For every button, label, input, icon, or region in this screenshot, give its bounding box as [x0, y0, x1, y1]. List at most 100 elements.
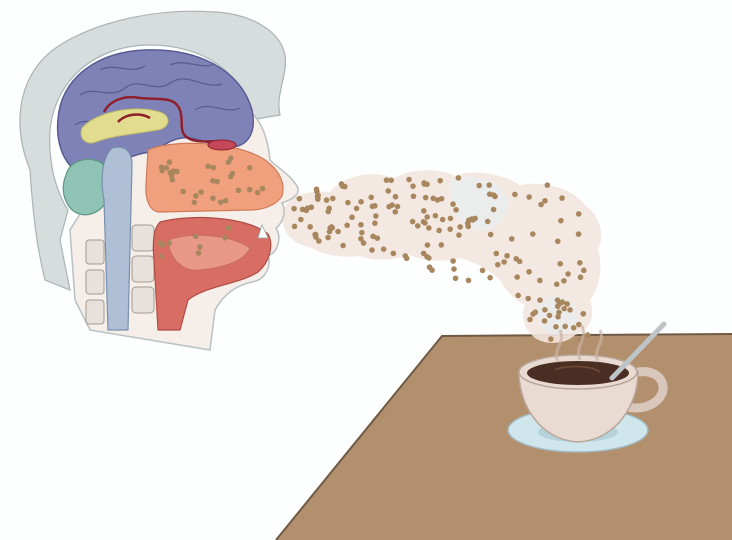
odor-particle [164, 165, 170, 171]
odor-particle [260, 186, 266, 192]
odor-particle [426, 225, 432, 231]
odor-particle [329, 224, 335, 230]
odor-particle [425, 242, 431, 248]
odor-particle [406, 177, 412, 183]
odor-particle [381, 246, 387, 252]
odor-particle [391, 251, 397, 257]
odor-particle [192, 200, 198, 206]
odor-particle [438, 242, 444, 248]
odor-particle [395, 204, 401, 210]
odor-particle [300, 207, 306, 213]
odor-particle [515, 293, 521, 299]
odor-particle [370, 234, 376, 240]
odor-particle [197, 244, 203, 250]
odor-particle [210, 178, 216, 184]
odor-particle [512, 192, 518, 198]
odor-particle [558, 218, 564, 224]
odor-particle [472, 216, 478, 222]
odor-particle [548, 336, 554, 342]
odor-particle [465, 224, 471, 230]
odor-particle [453, 276, 459, 282]
odor-particle [373, 213, 379, 219]
odor-particle [305, 205, 311, 211]
odor-particle [487, 275, 493, 281]
odor-particle [312, 232, 318, 238]
odor-particle [447, 226, 453, 232]
odor-particle [423, 195, 429, 201]
odor-particle [525, 296, 531, 302]
odor-particle [537, 278, 543, 284]
odor-particle [440, 217, 446, 223]
odor-particle [389, 202, 395, 208]
odor-particle [504, 253, 510, 259]
odor-particle [476, 183, 482, 189]
odor-particle [453, 207, 459, 213]
odor-particle [325, 235, 331, 241]
odor-particle [501, 259, 507, 265]
odor-particle [307, 224, 313, 230]
odor-particle [542, 307, 548, 313]
table [276, 334, 732, 540]
odor-particle [345, 200, 351, 206]
odor-particle [340, 243, 346, 249]
odor-particle [218, 199, 224, 205]
odor-particle [198, 189, 204, 195]
odor-particle [326, 206, 332, 212]
odor-particle [167, 159, 173, 165]
odor-particle [372, 220, 378, 226]
odor-particle [527, 317, 533, 323]
odor-particle [292, 224, 298, 230]
odor-particle [547, 313, 553, 319]
odor-particle [456, 232, 462, 238]
odor-particle [324, 197, 330, 203]
odor-particle [429, 267, 435, 273]
odor-particle [493, 251, 499, 257]
odor-particle [210, 195, 216, 201]
odor-particle [526, 269, 532, 275]
odor-particle [330, 196, 336, 202]
odor-particle [388, 177, 394, 183]
odor-particle [509, 236, 515, 242]
odor-plume [282, 170, 601, 343]
odor-particle [411, 193, 417, 199]
odor-particle [576, 231, 582, 237]
odor-particle [450, 258, 456, 264]
odor-particle [556, 310, 562, 316]
odor-particle [226, 226, 232, 232]
odor-particle [561, 278, 567, 284]
odor-particle [372, 203, 378, 209]
odor-particle [236, 188, 242, 194]
odor-particle [180, 189, 186, 195]
odor-particle [545, 182, 551, 188]
odor-particle [564, 301, 570, 307]
odor-particle [554, 281, 560, 287]
odor-particle [488, 232, 494, 238]
odor-particle [421, 219, 427, 225]
odor-particle [255, 190, 261, 196]
odor-particle [358, 222, 364, 228]
head-cross-section [20, 11, 298, 350]
odor-particle [359, 230, 365, 236]
odor-particle [487, 191, 493, 197]
odor-particle [222, 235, 228, 241]
odor-particle [492, 194, 498, 200]
odor-particle [495, 262, 501, 268]
odor-particle [410, 219, 416, 225]
odor-particle [456, 175, 462, 181]
odor-particle [358, 199, 364, 205]
odor-particle [577, 260, 583, 266]
odor-particle [448, 216, 454, 222]
odor-particle [538, 202, 544, 208]
odor-particle [421, 208, 427, 214]
odor-particle [537, 297, 543, 303]
odor-particle [422, 181, 428, 187]
odor-particle [491, 207, 497, 213]
odor-particle [578, 274, 584, 280]
odor-particle [436, 228, 442, 234]
odor-particle [196, 250, 202, 256]
odor-particle [193, 193, 199, 199]
odor-particle [193, 234, 199, 240]
odor-particle [291, 206, 297, 212]
odor-particle [393, 194, 399, 200]
